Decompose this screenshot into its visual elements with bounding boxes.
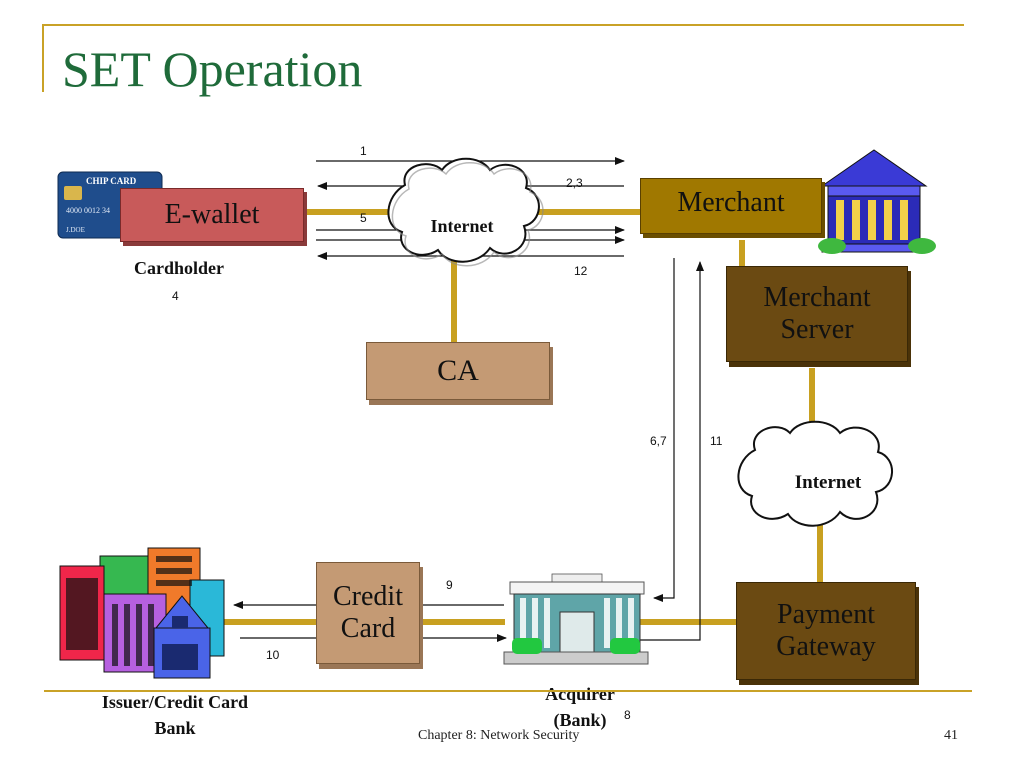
connectors bbox=[222, 209, 823, 625]
merchant-server-label-1: Merchant bbox=[763, 281, 871, 313]
acquirer-bank-building-icon bbox=[503, 573, 649, 665]
merchant-bank-building-icon bbox=[818, 149, 936, 254]
page-number: 41 bbox=[944, 728, 958, 743]
internet-cloud-right-icon bbox=[737, 420, 893, 527]
chip-card-name: J.DOE bbox=[66, 226, 85, 234]
merchant-server-box: Merchant Server bbox=[726, 266, 908, 362]
vertical-message-arrows bbox=[640, 258, 704, 641]
arrow-step-11 bbox=[640, 261, 704, 641]
merchant-box: Merchant bbox=[640, 178, 822, 234]
cardholder-label: Cardholder bbox=[134, 258, 224, 278]
acquirer-label-1: Acquirer bbox=[545, 684, 615, 704]
internet-right-label: Internet bbox=[794, 472, 862, 493]
acquirer-label-2: (Bank) bbox=[553, 710, 607, 730]
top-frame-rule bbox=[42, 24, 964, 26]
step-label-11: 11 bbox=[710, 434, 723, 448]
footer-chapter: Chapter 8: Network Security bbox=[418, 728, 580, 743]
step-label-9: 9 bbox=[446, 578, 453, 592]
step-label-5: 5 bbox=[360, 211, 367, 225]
chip-card-number: 4000 0012 34 bbox=[66, 206, 110, 215]
payment-gateway-box: Payment Gateway bbox=[736, 582, 916, 680]
chip-card-text: CHIP CARD bbox=[86, 176, 137, 186]
ca-label: CA bbox=[437, 353, 479, 387]
issuer-label-1: Issuer/Credit Card bbox=[101, 692, 249, 712]
issuer-bank-buildings-icon bbox=[59, 547, 225, 679]
step-label-6-7: 6,7 bbox=[650, 434, 667, 448]
internet-top-label: Internet bbox=[430, 216, 494, 236]
slide-title: SET Operation bbox=[62, 41, 363, 97]
credit-card-label-1: Credit bbox=[333, 580, 403, 612]
step-label-1: 1 bbox=[360, 144, 367, 158]
ewallet-label: E-wallet bbox=[164, 198, 260, 230]
merchant-server-label-2: Server bbox=[780, 314, 854, 345]
payment-gateway-label-1: Payment bbox=[777, 598, 875, 630]
arrow-step-6-7 bbox=[653, 258, 675, 602]
ewallet-box: E-wallet bbox=[120, 188, 304, 242]
payment-gateway-label-2: Gateway bbox=[776, 631, 876, 662]
ca-box: CA bbox=[366, 342, 550, 400]
left-frame-rule bbox=[42, 24, 44, 92]
credit-card-label-2: Card bbox=[340, 613, 396, 644]
bottom-rule bbox=[44, 690, 972, 692]
issuer-label-2: Bank bbox=[154, 718, 196, 738]
merchant-label: Merchant bbox=[677, 187, 785, 218]
internet-cloud-top-icon bbox=[387, 157, 544, 267]
step-label-4: 4 bbox=[172, 289, 179, 303]
step-label-8: 8 bbox=[624, 708, 631, 722]
step-label-10: 10 bbox=[266, 648, 280, 662]
step-label-12: 12 bbox=[574, 264, 588, 278]
credit-card-box: Credit Card bbox=[316, 562, 420, 664]
step-label-2-3: 2,3 bbox=[566, 176, 583, 190]
